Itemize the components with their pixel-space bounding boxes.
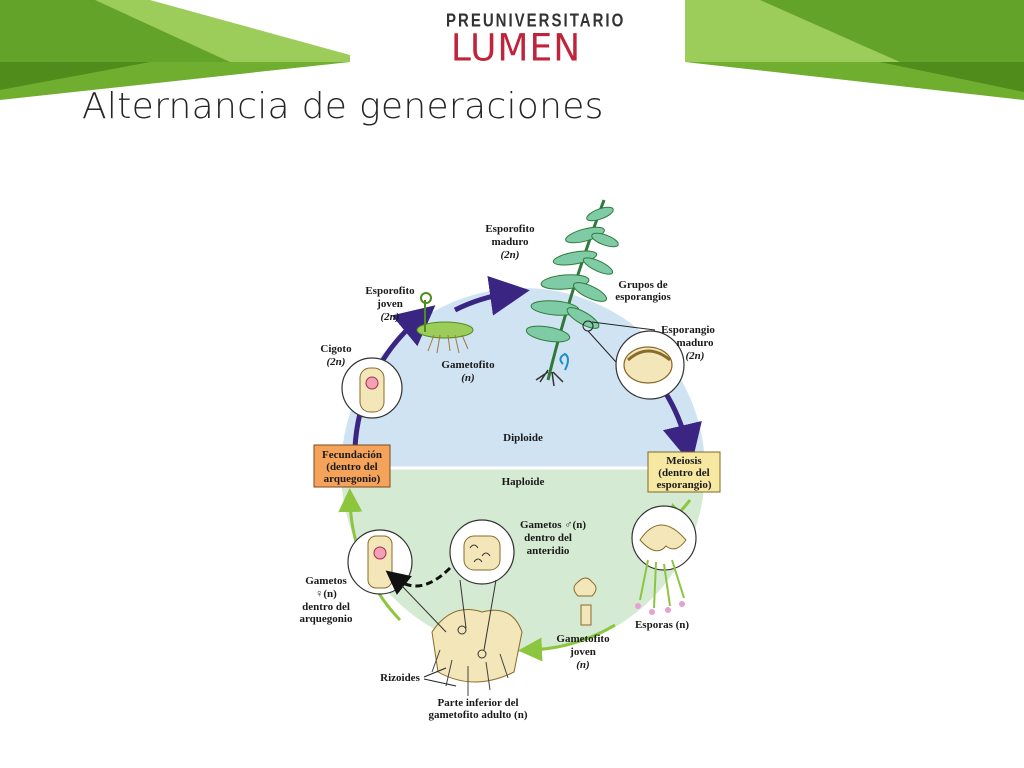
label-esporofito-maduro-3: (2n): [501, 249, 520, 261]
label-parte-inferior-1: Parte inferior del: [437, 697, 518, 709]
arrow-diploid-top: [453, 275, 530, 316]
label-gametos-female-3: dentro del: [302, 601, 350, 613]
label-esporangio-maduro-3: (2n): [686, 350, 705, 362]
label-fecundacion-1: Fecundación: [322, 449, 382, 461]
label-rizoides: Rizoides: [380, 672, 420, 684]
logo-line2: LUMEN: [450, 26, 582, 71]
label-esporas: Esporas (n): [635, 619, 689, 631]
fern-sporophyte-illustration: [525, 199, 656, 387]
antheridium-illustration: [449, 519, 515, 585]
label-meiosis-1: Meiosis: [666, 455, 702, 467]
label-esporofito-joven-3: (2n): [381, 311, 400, 323]
sporangium-meiosis-illustration: [631, 505, 697, 615]
label-parte-inferior-2: gametofito adulto (n): [429, 709, 528, 721]
adult-gametophyte-illustration: [431, 609, 523, 696]
zygote-illustration: [341, 357, 403, 419]
label-gametofito-1: Gametofito: [441, 359, 495, 371]
logo-line1: PREUNIVERSITARIO: [446, 10, 626, 32]
label-gametos-female-2: ♀(n): [315, 588, 337, 600]
archegonium-illustration: [347, 529, 413, 595]
zone-label-diploid: Diploide: [503, 432, 543, 444]
label-gametos-male-3: anteridio: [527, 545, 570, 557]
label-cigoto-2: (2n): [327, 356, 346, 368]
label-gametofito-joven-1: Gametofito: [556, 633, 610, 645]
label-esporangio-maduro-2: maduro: [676, 337, 714, 349]
label-grupos-2: esporangios: [615, 291, 671, 303]
label-esporofito-joven-2: joven: [376, 298, 403, 310]
sporangium-mature-illustration: [615, 330, 685, 400]
label-grupos-1: Grupos de: [618, 279, 667, 291]
arrow-haploid-bottom: [518, 623, 616, 662]
young-gametophyte-illustration: [573, 577, 597, 626]
label-gametos-female-4: arquegonio: [300, 613, 353, 625]
label-gametofito-joven-2: joven: [569, 646, 596, 658]
label-esporofito-maduro-1: Esporofito: [485, 223, 535, 235]
fertilization-arrow: [385, 566, 452, 595]
label-esporofito-joven-1: Esporofito: [365, 285, 415, 297]
label-fecundacion-3: arquegonio): [324, 473, 381, 485]
young-sporophyte-illustration: [416, 292, 474, 354]
label-esporangio-maduro-1: Esporangio: [661, 324, 715, 336]
label-cigoto-1: Cigoto: [320, 343, 352, 355]
fecundacion-box: [313, 444, 391, 488]
label-meiosis-2: (dentro del: [658, 467, 709, 479]
label-meiosis-3: esporangio): [657, 479, 712, 491]
label-esporofito-maduro-2: maduro: [491, 236, 529, 248]
label-gametofito-joven-3: (n): [576, 659, 589, 671]
label-fecundacion-2: (dentro del: [326, 461, 377, 473]
header-decoration: [0, 0, 1024, 100]
label-gametofito-2: (n): [461, 372, 474, 384]
meiosis-box: [647, 451, 721, 493]
label-gametos-male-2: dentro del: [524, 532, 572, 544]
zone-label-haploid: Haploide: [502, 476, 545, 488]
label-gametos-female-1: Gametos: [305, 575, 347, 587]
label-gametos-male-1: Gametos ♂(n): [520, 519, 586, 531]
slide-title: Alternancia de generaciones: [82, 86, 604, 127]
